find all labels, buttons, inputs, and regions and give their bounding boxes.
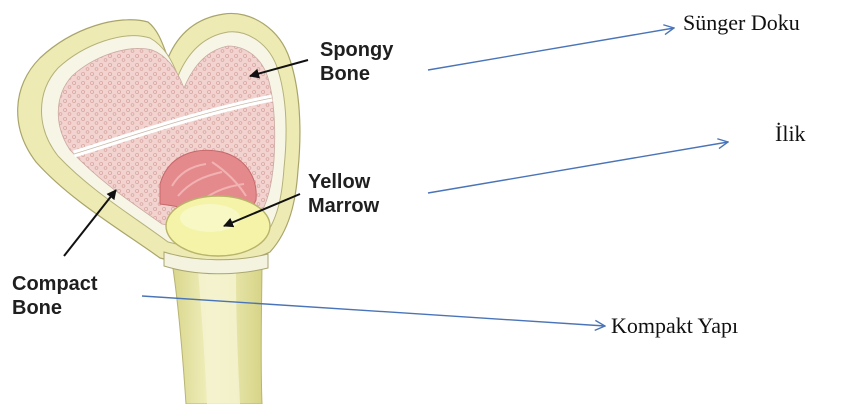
label-spongy-bone: Spongy Bone xyxy=(320,38,393,86)
label-yellow-marrow: Yellow Marrow xyxy=(308,170,379,218)
label-compact-bone: Compact Bone xyxy=(12,272,98,320)
label-ilik: İlik xyxy=(775,121,806,147)
label-sunger-doku: Sünger Doku xyxy=(683,10,800,36)
callout-arrow-sunger xyxy=(428,28,674,70)
callout-arrow-ilik xyxy=(428,142,728,193)
label-kompakt-yapi: Kompakt Yapı xyxy=(611,313,738,339)
